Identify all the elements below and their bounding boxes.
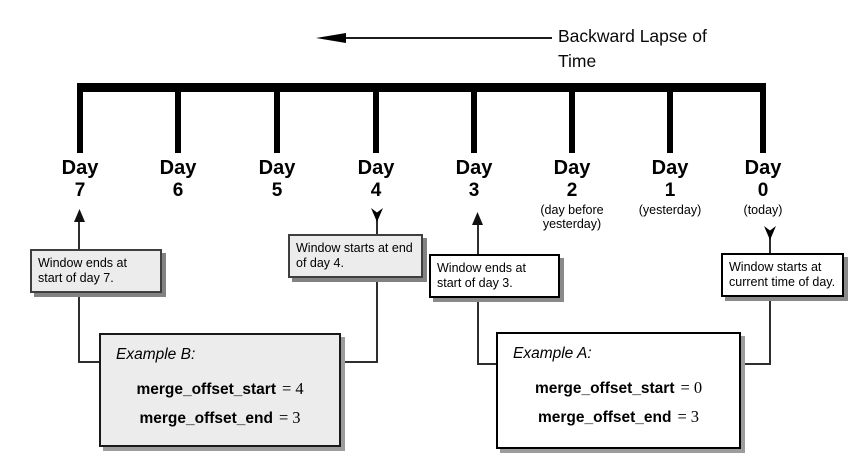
variable-name: merge_offset_start xyxy=(136,381,276,398)
variable-name: merge_offset_start xyxy=(534,380,675,397)
callout-window-starts-day-4: Window starts at end of day 4. xyxy=(288,234,423,278)
day-word: Day xyxy=(455,157,493,179)
timeline-tick-day-2 xyxy=(569,83,575,153)
up-arrow-icon-day-3 xyxy=(472,212,483,225)
day-number: 2 xyxy=(566,180,578,201)
day-number: 1 xyxy=(664,180,676,201)
example-b-heading: Example B: xyxy=(116,346,196,363)
variable-name: merge_offset_end xyxy=(139,410,273,427)
equals-sign: = xyxy=(278,408,289,427)
timeline-tick-day-5 xyxy=(274,83,280,153)
day-word: Day xyxy=(357,157,395,179)
merge-offset-end-row: merge_offset_end =3 xyxy=(101,408,339,428)
merge-offset-start-row: merge_offset_start =4 xyxy=(101,379,339,399)
day-label-5: Day 5 xyxy=(217,157,337,201)
connector-elbow-example-a-right xyxy=(736,363,771,365)
day-label-2: Day 2 (day before yesterday) xyxy=(512,157,632,231)
example-b-box: Example B: merge_offset_start=4 merge_of… xyxy=(99,333,341,447)
connector-elbow-example-b-left xyxy=(78,361,101,363)
day-note: (day before yesterday) xyxy=(540,203,604,231)
day-note: (today) xyxy=(743,203,783,217)
variable-value: 3 xyxy=(690,407,700,426)
variable-name: merge_offset_end xyxy=(537,409,672,426)
connector-elbow-example-b-right xyxy=(336,361,378,363)
callout-window-ends-day-7: Window ends at start of day 7. xyxy=(30,249,162,293)
example-a-heading: Example A: xyxy=(513,345,592,362)
day-label-6: Day 6 xyxy=(118,157,238,201)
day-label-1: Day 1 (yesterday) xyxy=(610,157,730,218)
day-number: 6 xyxy=(172,180,184,201)
day-word: Day xyxy=(258,157,296,179)
timeline-tick-day-7 xyxy=(77,83,83,153)
timeline-tick-day-4 xyxy=(373,83,379,153)
equals-sign: = xyxy=(680,378,690,397)
connector-day0-to-example-a xyxy=(769,237,771,365)
callout-window-starts-day-0: Window starts at current time of day. xyxy=(721,253,844,297)
day-word: Day xyxy=(744,157,782,179)
example-a-box: Example A: merge_offset_start=0 merge_of… xyxy=(496,332,741,449)
timeline-tick-day-1 xyxy=(667,83,673,153)
day-word: Day xyxy=(159,157,197,179)
connector-elbow-example-a-left xyxy=(477,363,498,365)
variable-value: 0 xyxy=(693,378,703,397)
timeline-bar xyxy=(77,83,766,92)
day-note: (yesterday) xyxy=(638,203,702,217)
equals-sign: = xyxy=(282,379,292,398)
day-number: 5 xyxy=(271,180,283,201)
variable-value: 4 xyxy=(295,379,304,398)
callout-window-ends-day-3: Window ends at start of day 3. xyxy=(429,254,560,298)
variable-value: 3 xyxy=(292,408,301,427)
day-number: 3 xyxy=(468,180,480,201)
backward-lapse-label: Backward Lapse of Time xyxy=(558,26,707,71)
day-number: 0 xyxy=(757,180,769,201)
day-word: Day xyxy=(553,157,591,179)
day-label-3: Day 3 xyxy=(414,157,534,201)
day-word: Day xyxy=(651,157,689,179)
day-label-0: Day 0 (today) xyxy=(703,157,823,218)
left-arrowhead-icon xyxy=(316,33,346,43)
day-number: 4 xyxy=(370,180,382,201)
down-arrow-icon-day-4 xyxy=(371,208,383,222)
timeline-tick-day-3 xyxy=(471,83,477,153)
timeline-tick-day-0 xyxy=(760,83,766,153)
down-arrow-icon-day-0 xyxy=(764,226,776,240)
day-label-7: Day 7 xyxy=(20,157,140,201)
day-number: 7 xyxy=(74,180,86,201)
connector-day4-to-example-b xyxy=(376,219,378,363)
merge-offset-start-row: merge_offset_start =0 xyxy=(498,378,739,398)
timeline-tick-day-6 xyxy=(175,83,181,153)
merge-offset-end-row: merge_offset_end =3 xyxy=(498,407,739,427)
backward-arrow-line xyxy=(344,37,552,39)
day-label-4: Day 4 xyxy=(316,157,436,201)
up-arrow-icon-day-7 xyxy=(74,209,85,222)
day-word: Day xyxy=(61,157,99,179)
equals-sign: = xyxy=(677,407,687,426)
